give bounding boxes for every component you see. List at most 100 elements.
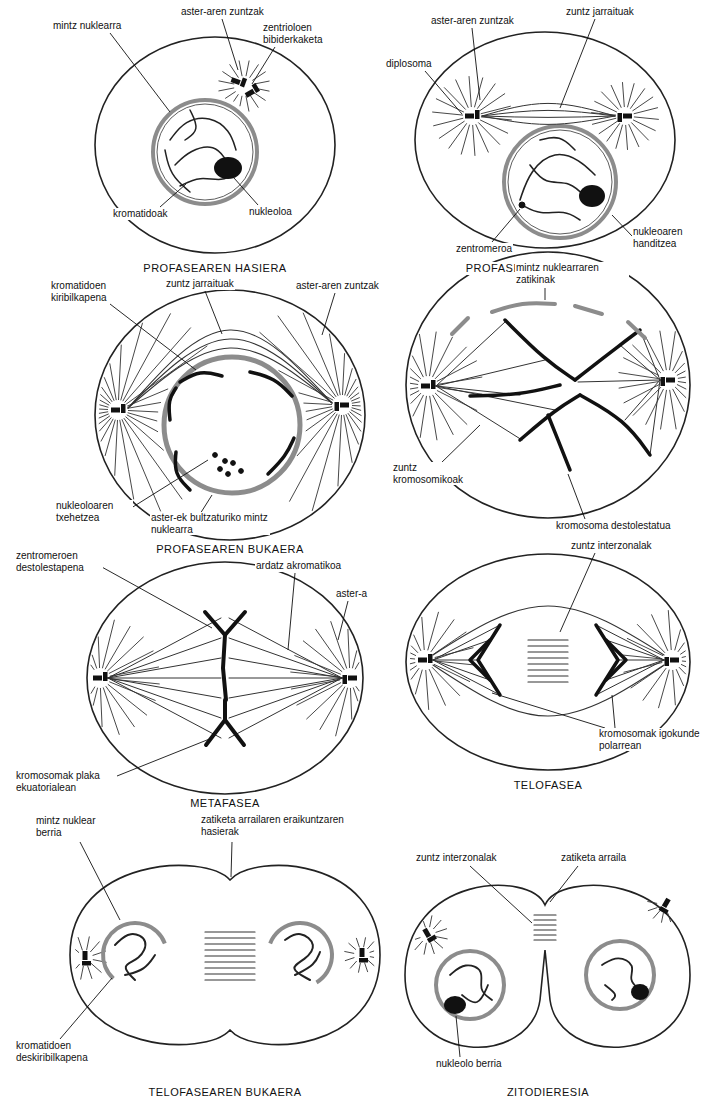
chromatid	[170, 118, 236, 150]
nuclear-membrane-fragment	[452, 318, 468, 334]
interzonal-fiber	[205, 949, 255, 950]
aster	[415, 915, 448, 954]
aster-ray	[410, 666, 417, 671]
nucleolus-fragment	[226, 472, 231, 477]
centriole-cylinder	[421, 384, 430, 389]
chromatin	[450, 965, 492, 1000]
aster	[91, 620, 160, 735]
chromosome	[250, 372, 292, 396]
aster-ray	[647, 901, 657, 903]
aster-ray	[350, 688, 351, 719]
interzonal-fiber	[528, 651, 568, 652]
leader-line	[425, 71, 462, 114]
aster-ray	[91, 665, 95, 670]
chromosome	[606, 640, 626, 680]
chromosomal-fiber	[436, 360, 545, 386]
centriole-cylinder	[465, 114, 474, 119]
interzonal-fiber	[205, 973, 255, 974]
part-label: kromosomak plaka ekuatorialean	[15, 770, 117, 793]
aster-ray	[246, 96, 249, 112]
aster-ray	[370, 951, 375, 953]
aster-ray	[239, 60, 242, 76]
nuclear-membrane-inner	[157, 104, 253, 200]
aster-ray	[415, 670, 422, 695]
interzonal-fiber	[528, 645, 568, 646]
aster-ray	[634, 117, 659, 119]
spindle-fiber	[229, 678, 342, 718]
aster-ray	[433, 920, 441, 929]
part-label: nukleoloaren txehetzea	[55, 500, 133, 523]
part-label: zentrioloen bibiderkaketa	[262, 22, 336, 45]
centriole	[335, 402, 350, 411]
leader-line	[231, 842, 232, 877]
part-label: kromosomak igokunde polarrean	[598, 728, 712, 751]
aster-ray	[234, 94, 239, 101]
part-label: mintz nuklearraren zatikinak	[515, 262, 629, 285]
aster-ray	[601, 92, 618, 110]
chromosomal-fiber	[578, 380, 660, 382]
aster-ray	[331, 621, 347, 668]
chromosome	[596, 625, 618, 695]
aster-ray	[660, 331, 667, 370]
nucleolus-fragment	[213, 453, 218, 458]
centriole-cylinder	[82, 961, 91, 966]
centriole-cylinder	[111, 408, 120, 413]
centriole-cylinder	[666, 378, 675, 383]
nuclear-membrane-fragment	[628, 322, 645, 338]
aster-ray	[348, 629, 350, 668]
aster-ray	[76, 964, 80, 968]
centriole	[421, 380, 436, 389]
chromosome	[169, 388, 176, 420]
aster-ray	[676, 669, 684, 686]
interzonal-fiber	[528, 663, 568, 664]
chromatid	[185, 110, 196, 140]
interzonal-fiber	[205, 943, 255, 944]
prophase-middle-cell	[415, 32, 675, 248]
part-label: zuntz jarraituak	[565, 6, 635, 18]
aster-ray	[100, 394, 110, 403]
centriole-cylinder	[659, 906, 669, 914]
aster-ray	[102, 620, 114, 669]
leader-line	[100, 566, 212, 628]
aster-ray	[254, 81, 270, 84]
aster-ray	[370, 956, 374, 958]
leader-line	[128, 460, 208, 510]
aster-ray	[289, 414, 337, 502]
aster-ray	[631, 122, 648, 140]
interzonal-fiber	[534, 924, 556, 925]
leader-line	[470, 866, 532, 923]
nucleolus	[579, 185, 605, 207]
aster-ray	[356, 938, 359, 947]
aster-ray	[128, 413, 158, 421]
aster-ray	[246, 61, 249, 77]
aster-ray	[410, 388, 418, 389]
aster-ray	[240, 96, 242, 106]
interzonal-fiber	[205, 955, 255, 956]
aster-ray	[411, 668, 419, 679]
aster-ray	[429, 669, 445, 705]
aster-ray	[424, 943, 426, 955]
aster-ray	[336, 688, 348, 737]
aster-ray	[349, 412, 361, 423]
centriole-cylinder	[427, 935, 437, 943]
leader-line	[568, 474, 585, 519]
leader-line	[560, 19, 595, 108]
interzonal-fiber	[528, 639, 568, 640]
aster-ray	[431, 943, 435, 954]
aster-ray	[626, 125, 628, 150]
stage-title: METAFASEA	[189, 797, 261, 810]
centriole-cylinder	[428, 654, 433, 663]
aster-ray	[365, 963, 368, 972]
centriole-cylinder	[245, 89, 255, 98]
aster-ray	[410, 653, 416, 656]
part-label: kromatidoen deskiribilkapena	[15, 1040, 117, 1063]
interzonal-fiber	[534, 914, 556, 915]
aster-ray	[429, 332, 436, 376]
leader-lines	[60, 19, 632, 1057]
aster-ray	[367, 942, 374, 949]
chromosome	[223, 635, 226, 700]
aster-ray	[430, 396, 437, 440]
continuous-fiber	[482, 116, 615, 117]
aster-ray	[480, 120, 508, 133]
